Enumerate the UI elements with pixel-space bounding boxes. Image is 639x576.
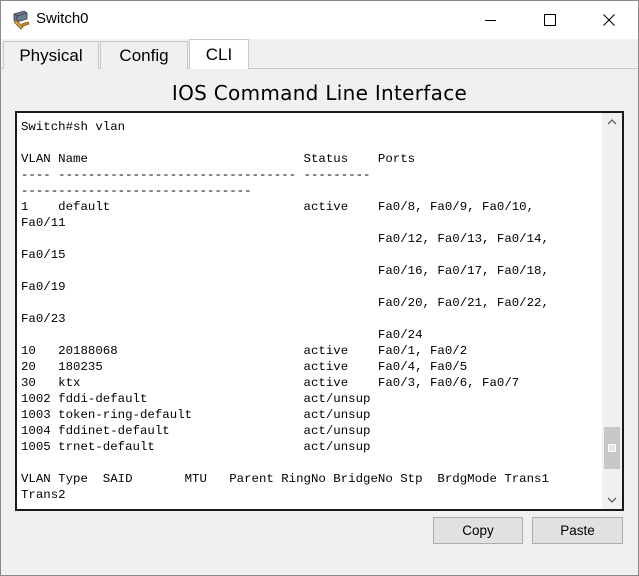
terminal[interactable]: Switch#sh vlan VLAN Name Status Ports ---…: [15, 111, 624, 511]
copy-button[interactable]: Copy: [433, 517, 523, 544]
terminal-line: 10 20188068 active Fa0/1, Fa0/2: [21, 344, 468, 358]
terminal-line: VLAN Name Status Ports: [21, 152, 416, 166]
cli-heading: IOS Command Line Interface: [171, 81, 468, 105]
terminal-line: Fa0/16, Fa0/17, Fa0/18,: [21, 264, 549, 278]
minimize-icon: [485, 20, 496, 21]
switch-device-icon: [11, 10, 31, 30]
terminal-line: [21, 135, 601, 151]
terminal-line: [21, 455, 601, 471]
terminal-line: 1002 fddi-default act/unsup: [21, 392, 371, 406]
close-button[interactable]: [586, 1, 632, 39]
tab-bar: Physical Config CLI: [1, 39, 638, 70]
title-bar[interactable]: Switch0: [1, 1, 638, 39]
chevron-down-icon: [607, 497, 617, 503]
terminal-line: 1005 trnet-default act/unsup: [21, 440, 371, 454]
cli-panel: IOS Command Line Interface Switch#sh vla…: [1, 69, 638, 575]
scroll-grip-icon: [608, 444, 616, 452]
chevron-up-icon: [607, 119, 617, 125]
tab-cli[interactable]: CLI: [189, 39, 249, 70]
terminal-line: Fa0/24: [21, 328, 423, 342]
scroll-thumb[interactable]: [604, 427, 620, 469]
terminal-line: Fa0/11: [21, 216, 66, 230]
terminal-line: 20 180235 active Fa0/4, Fa0/5: [21, 360, 468, 374]
terminal-line: 30 ktx active Fa0/3, Fa0/6, Fa0/7: [21, 376, 520, 390]
tab-physical[interactable]: Physical: [3, 41, 99, 69]
terminal-line: 1003 token-ring-default act/unsup: [21, 408, 371, 422]
tab-config[interactable]: Config: [100, 41, 188, 69]
paste-button[interactable]: Paste: [532, 517, 623, 544]
minimize-button[interactable]: [468, 1, 514, 39]
close-icon: [603, 14, 615, 26]
maximize-icon: [544, 14, 556, 26]
window-title: Switch0: [36, 10, 89, 27]
scroll-up-button[interactable]: [602, 113, 622, 131]
terminal-output[interactable]: Switch#sh vlan VLAN Name Status Ports ---…: [21, 119, 601, 507]
terminal-line: Fa0/20, Fa0/21, Fa0/22,: [21, 296, 549, 310]
terminal-line: Trans2: [21, 488, 66, 502]
terminal-line: Fa0/23: [21, 312, 66, 326]
terminal-line: 1 default active Fa0/8, Fa0/9, Fa0/10,: [21, 200, 535, 214]
terminal-line: Switch#sh vlan: [21, 120, 126, 134]
terminal-line: Fa0/19: [21, 280, 66, 294]
terminal-line: -------------------------------: [21, 184, 252, 198]
terminal-line: ---- -------------------------------- --…: [21, 168, 378, 182]
terminal-line: Fa0/15: [21, 248, 66, 262]
maximize-button[interactable]: [527, 1, 573, 39]
terminal-line: VLAN Type SAID MTU Parent RingNo BridgeN…: [21, 472, 549, 486]
scroll-down-button[interactable]: [602, 491, 622, 509]
terminal-line: Fa0/12, Fa0/13, Fa0/14,: [21, 232, 549, 246]
terminal-scrollbar[interactable]: [602, 113, 622, 509]
terminal-line: 1004 fddinet-default act/unsup: [21, 424, 371, 438]
